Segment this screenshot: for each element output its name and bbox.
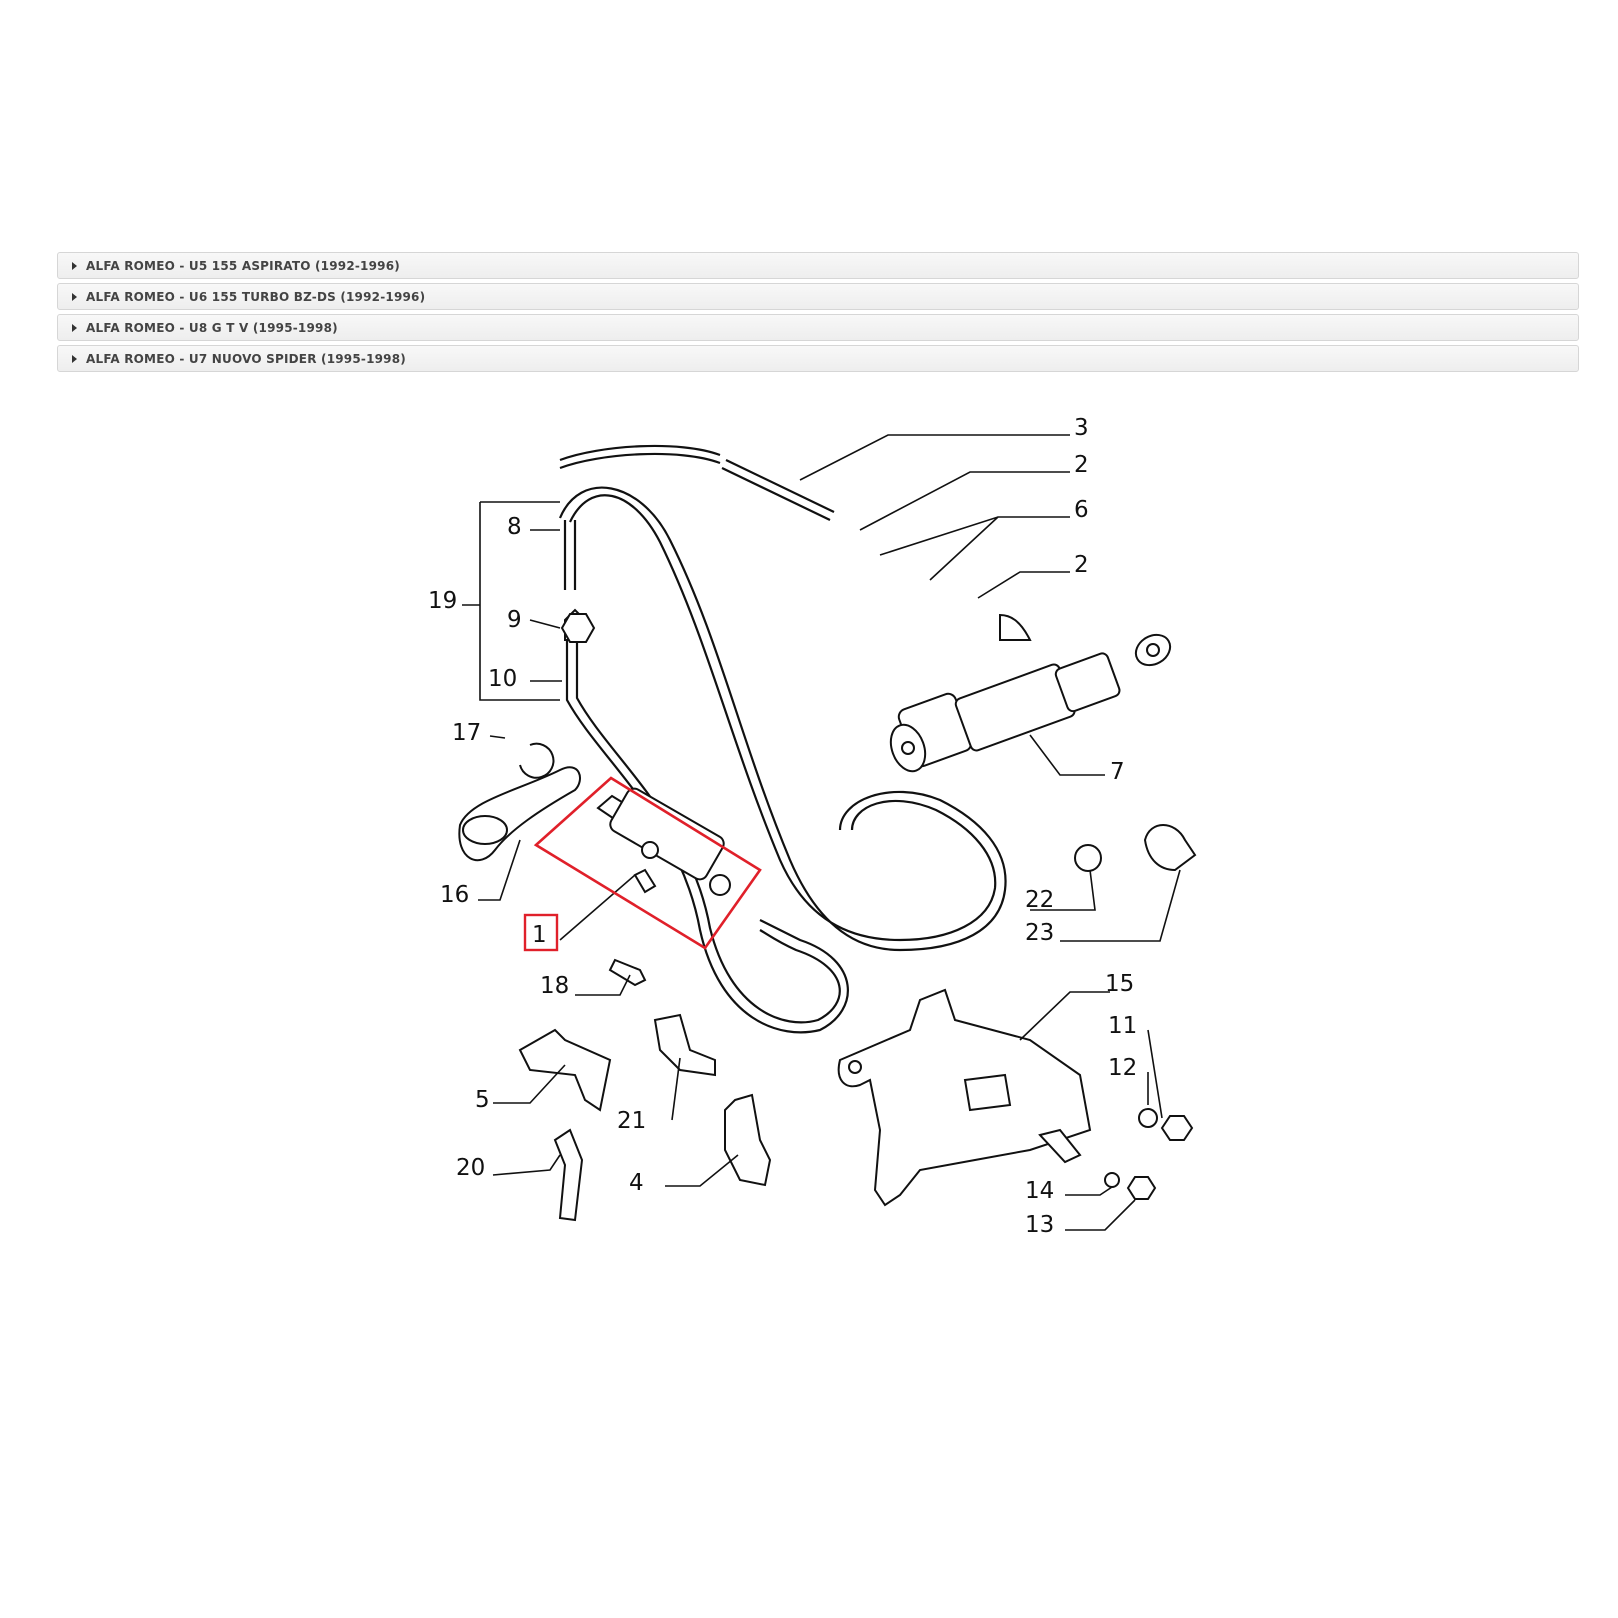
highlight-box-callout-1[interactable] <box>523 913 559 952</box>
accordion-item-label: ALFA ROMEO - U6 155 TURBO BZ-DS (1992-19… <box>86 289 426 304</box>
pedal-bracket <box>837 988 1092 1207</box>
master-cylinder <box>889 613 1172 773</box>
accordion-item-u7-nuovo-spider[interactable]: ALFA ROMEO - U7 NUOVO SPIDER (1995-1998) <box>57 345 1579 372</box>
callout-8[interactable]: 8 <box>507 514 522 540</box>
accordion-item-u8-gtv[interactable]: ALFA ROMEO - U8 G T V (1995-1998) <box>57 314 1579 341</box>
hose-lines <box>558 444 1007 1034</box>
callout-6[interactable]: 6 <box>1074 497 1089 523</box>
highlight-frame-part-1 <box>533 776 762 950</box>
callout-12[interactable]: 12 <box>1108 1055 1137 1081</box>
callout-4[interactable]: 4 <box>629 1170 644 1196</box>
slave-cylinder <box>596 787 731 896</box>
callout-21[interactable]: 21 <box>617 1108 646 1134</box>
callout-22[interactable]: 22 <box>1025 887 1054 913</box>
callout-3[interactable]: 3 <box>1074 415 1089 441</box>
caret-right-icon <box>72 261 77 270</box>
callout-1[interactable]: 1 <box>532 922 547 948</box>
callout-labels: 3 2 6 2 8 19 9 10 7 17 16 1 22 23 18 15 … <box>428 415 1137 1238</box>
callout-13[interactable]: 13 <box>1025 1212 1054 1238</box>
callout-19[interactable]: 19 <box>428 588 457 614</box>
accordion-item-u5-155-aspirato[interactable]: ALFA ROMEO - U5 155 ASPIRATO (1992-1996) <box>57 252 1579 279</box>
small-parts <box>458 608 1197 1222</box>
callout-23[interactable]: 23 <box>1025 920 1054 946</box>
callout-2-lower[interactable]: 2 <box>1074 552 1089 578</box>
callout-16[interactable]: 16 <box>440 882 469 908</box>
caret-right-icon <box>72 354 77 363</box>
callout-11[interactable]: 11 <box>1108 1013 1137 1039</box>
accordion-item-label: ALFA ROMEO - U8 G T V (1995-1998) <box>86 320 338 335</box>
accordion-item-u6-155-turbo[interactable]: ALFA ROMEO - U6 155 TURBO BZ-DS (1992-19… <box>57 283 1579 310</box>
callout-14[interactable]: 14 <box>1025 1178 1054 1204</box>
callout-10[interactable]: 10 <box>488 666 517 692</box>
caret-right-icon <box>72 292 77 301</box>
model-accordion: ALFA ROMEO - U5 155 ASPIRATO (1992-1996)… <box>57 252 1579 376</box>
callout-7[interactable]: 7 <box>1110 759 1125 785</box>
callout-20[interactable]: 20 <box>456 1155 485 1181</box>
accordion-item-label: ALFA ROMEO - U5 155 ASPIRATO (1992-1996) <box>86 258 400 273</box>
caret-right-icon <box>72 323 77 332</box>
callout-17[interactable]: 17 <box>452 720 481 746</box>
callout-15[interactable]: 15 <box>1105 971 1134 997</box>
accordion-item-label: ALFA ROMEO - U7 NUOVO SPIDER (1995-1998) <box>86 351 406 366</box>
callout-2[interactable]: 2 <box>1074 452 1089 478</box>
callout-18[interactable]: 18 <box>540 973 569 999</box>
leader-lines <box>462 434 1181 1231</box>
callout-9[interactable]: 9 <box>507 607 522 633</box>
callout-5[interactable]: 5 <box>475 1087 490 1113</box>
